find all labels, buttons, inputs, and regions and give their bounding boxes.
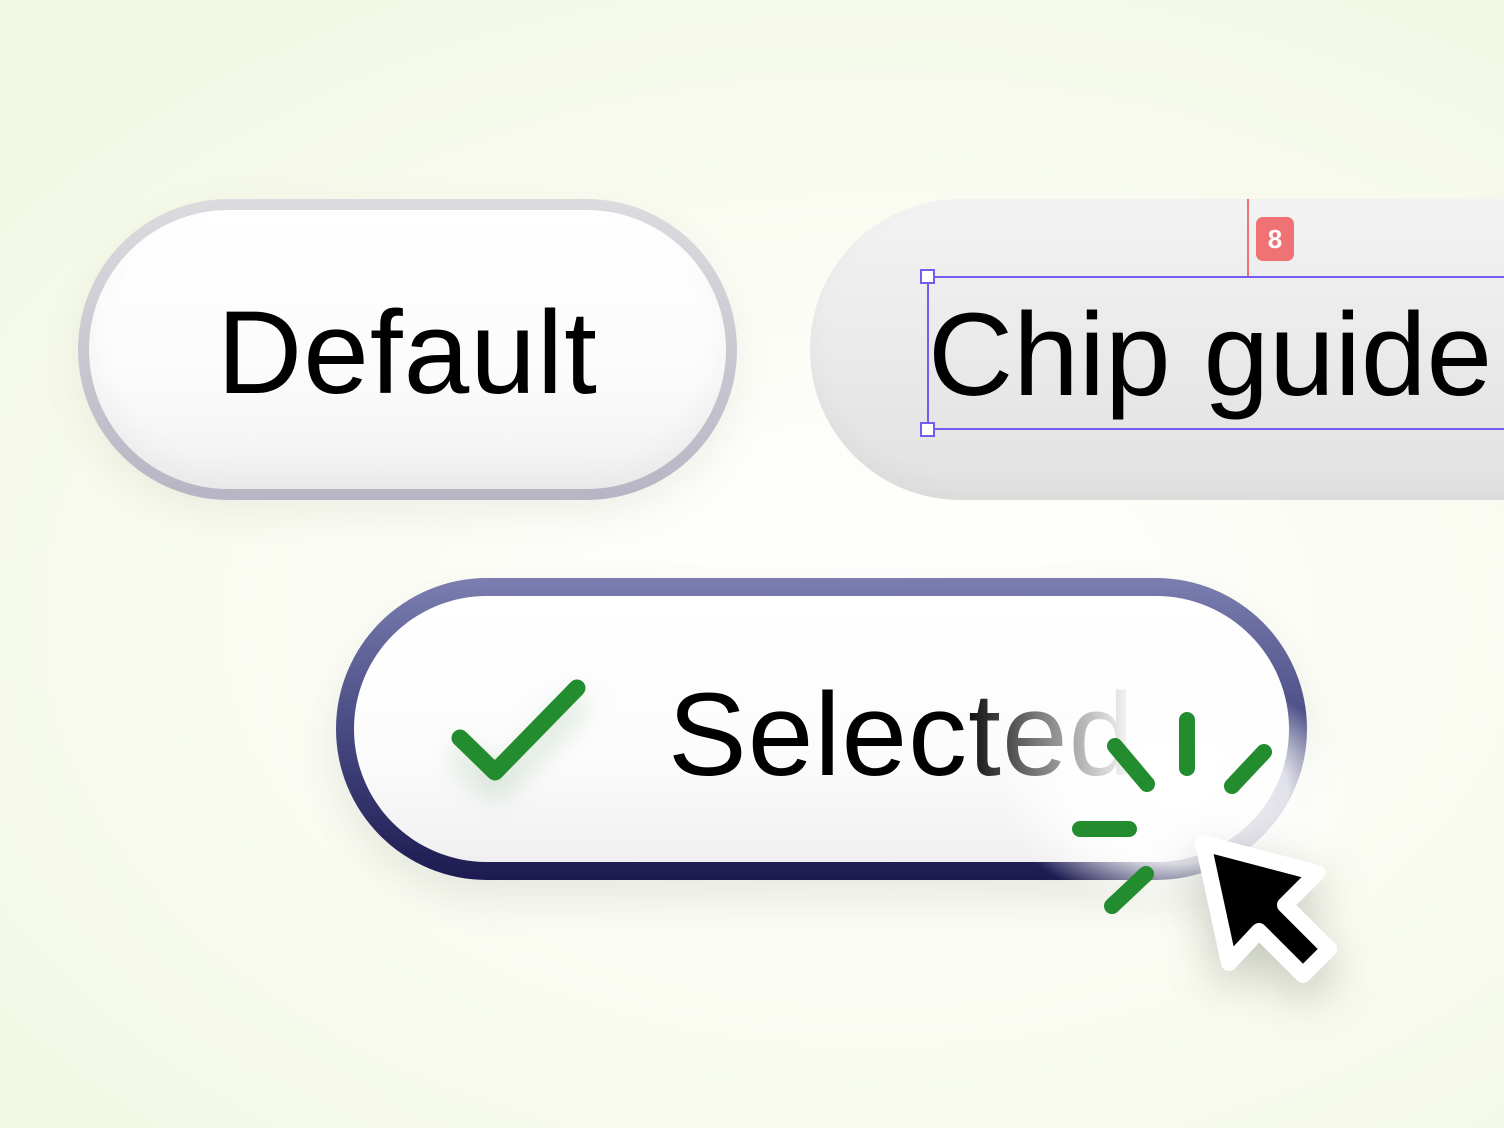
default-chip-body: Default [89, 210, 726, 489]
sparkle-ray [1107, 738, 1155, 792]
guide-chip-label: Chip guide [928, 289, 1493, 421]
checkmark-icon [451, 679, 586, 781]
sparkle-ray [1224, 744, 1272, 794]
spacing-badge: 8 [1256, 217, 1294, 261]
guide-chip[interactable] [810, 199, 1504, 500]
selected-chip-label: Selected [668, 665, 1135, 805]
text-selection-box[interactable] [927, 276, 1504, 430]
selection-handle-icon[interactable] [920, 269, 935, 284]
default-chip-label: Default [217, 286, 598, 419]
sparkle-ray [1104, 866, 1154, 914]
spacing-guide-line [1247, 199, 1249, 276]
click-sparkle-icon [1072, 712, 1272, 914]
checkmark-stroke [451, 679, 586, 781]
arrow-cursor-icon[interactable] [1175, 815, 1360, 1000]
default-chip[interactable]: Default [78, 199, 737, 500]
selection-handle-icon[interactable] [920, 422, 935, 437]
cursor-arrow-shape [1195, 835, 1337, 983]
